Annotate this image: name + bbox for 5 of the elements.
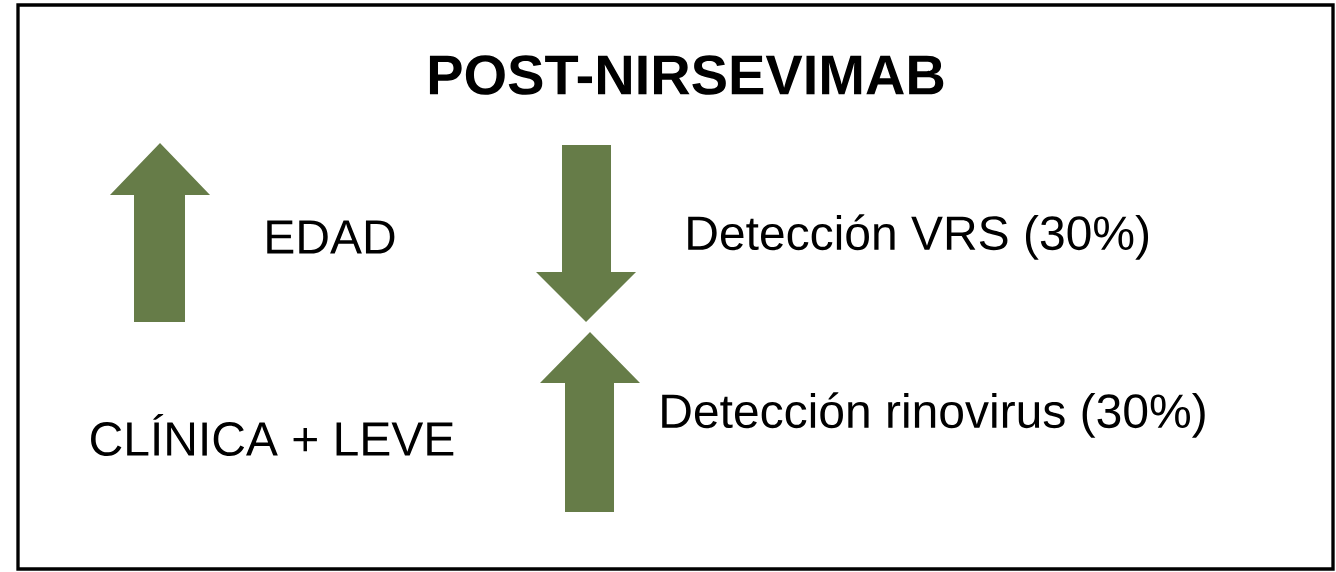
title: POST-NIRSEVIMAB bbox=[429, 55, 944, 95]
label: CLÍNICA + LEVE bbox=[91, 413, 454, 457]
label: Detección rinovirus (30%) bbox=[662, 392, 1205, 438]
label: EDAD bbox=[267, 220, 395, 254]
label: Detección VRS (30%) bbox=[688, 214, 1149, 260]
